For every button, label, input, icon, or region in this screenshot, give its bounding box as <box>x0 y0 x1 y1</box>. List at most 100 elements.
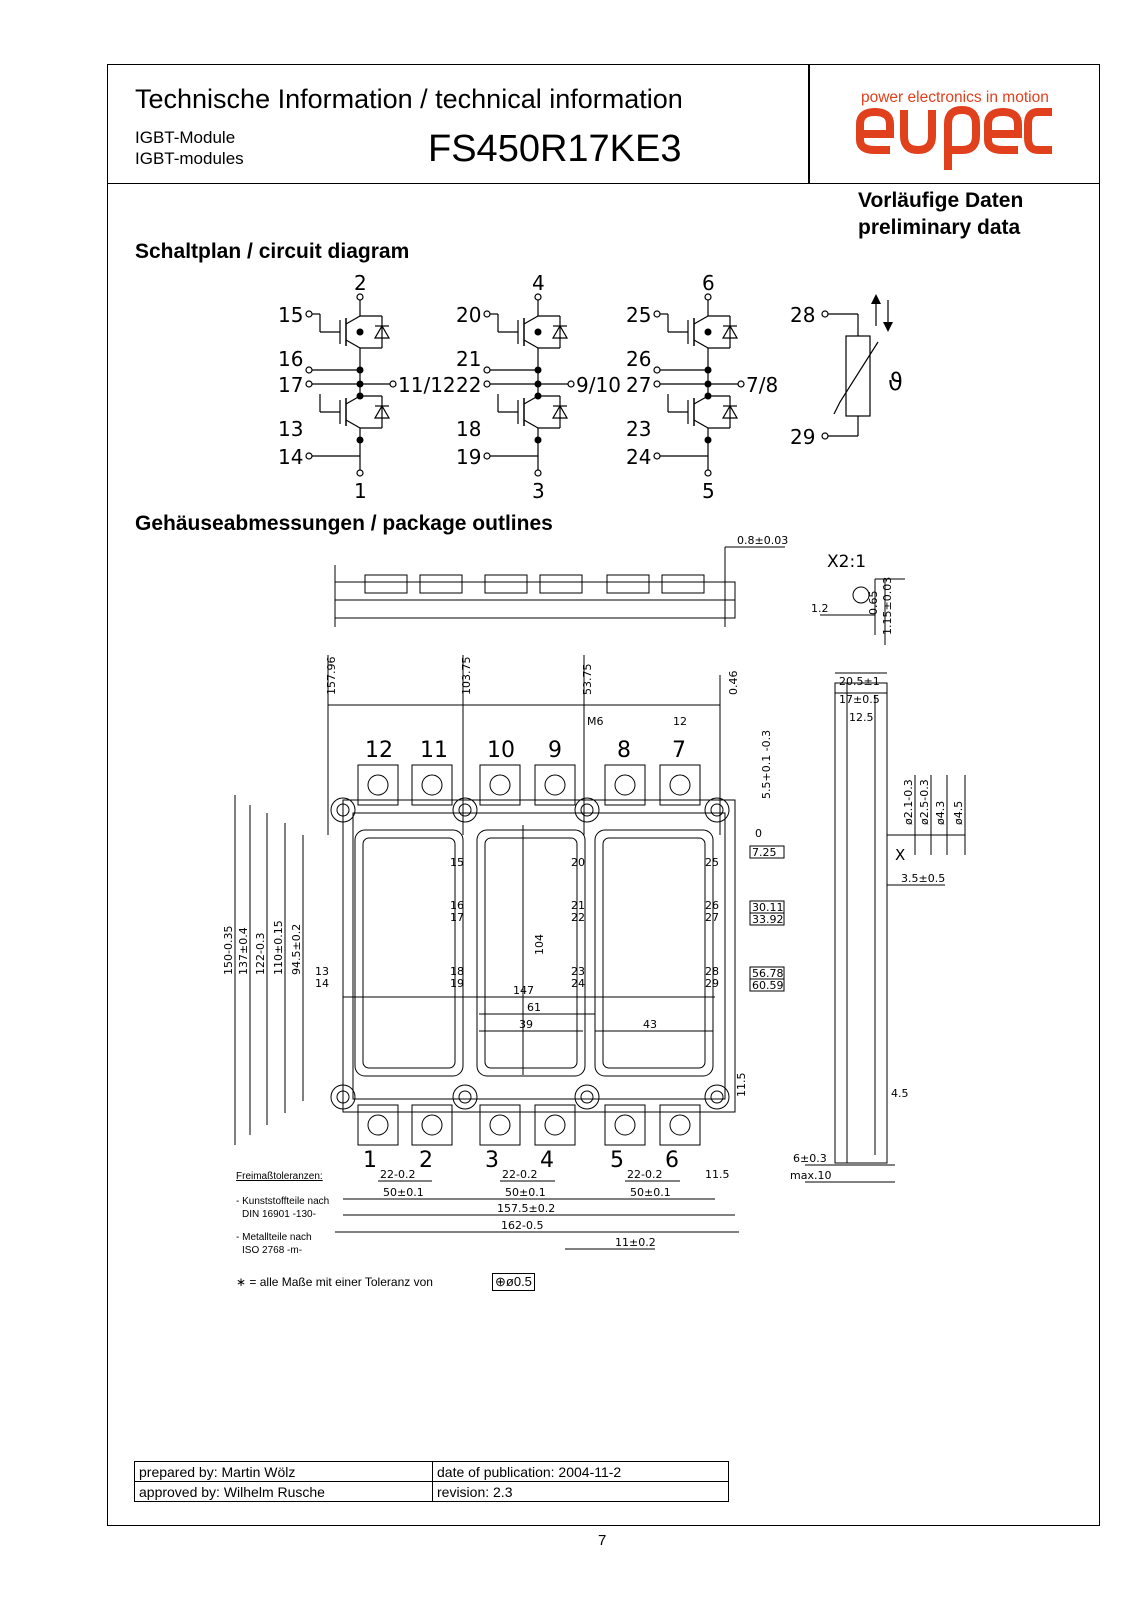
phase-1 <box>319 315 390 429</box>
pin-label: 24 <box>626 445 651 469</box>
tolerance-note: ∗ = alle Maße mit einer Toleranz von <box>236 1275 433 1289</box>
dim-thickness: 0.8±0.03 <box>737 535 788 547</box>
dim-label: 1.2 <box>811 602 829 615</box>
phase-3 <box>667 315 738 429</box>
preliminary-de: Vorläufige Daten <box>858 189 1024 212</box>
dim-label: 60.59 <box>752 979 784 992</box>
pin-label: 14 <box>315 977 329 990</box>
dim-label: 150-0.35 <box>222 926 235 975</box>
tolerance-plastic-std: DIN 16901 -130- <box>242 1209 316 1220</box>
pin-label: 13 <box>278 417 303 441</box>
dim-label: 22-0.2 <box>502 1168 537 1181</box>
pin-label: 14 <box>278 445 303 469</box>
dim-label: ø2.1-0.3 <box>902 779 915 825</box>
page-number: 7 <box>598 1532 607 1549</box>
pin-label: 27 <box>626 373 651 397</box>
tolerance-plastic: - Kunststoffteile nach <box>236 1196 330 1207</box>
circuit-diagram: 2 1 15 16 17 13 14 11/12 4 3 20 21 22 18… <box>260 270 960 525</box>
tolerance-title: Freimaßtoleranzen: <box>236 1171 323 1182</box>
part-number: FS450R17KE3 <box>428 128 682 170</box>
pin-label: 15 <box>278 303 303 327</box>
document-title: Technische Information / technical infor… <box>135 84 683 114</box>
pin-label: 6 <box>702 271 715 295</box>
dim-label: 50±0.1 <box>630 1186 671 1199</box>
module-type-en: IGBT-modules <box>135 149 244 168</box>
pin-label: 13 <box>315 965 329 978</box>
dim-label: 5.5+0.1 -0.3 <box>760 730 773 799</box>
publication-date: date of publication: 2004-11-2 <box>432 1461 729 1482</box>
ref-dim: 53.75 <box>581 664 594 696</box>
pin-label: 28 <box>705 965 719 978</box>
pin-label: 21 <box>456 347 481 371</box>
dim-label: 110±0.15 <box>272 920 285 975</box>
terminal-label: 6 <box>665 1148 679 1173</box>
dim-label: 157.5±0.2 <box>497 1202 555 1215</box>
dim-label: 22-0.2 <box>380 1168 415 1181</box>
dim-label: 1.15±0.03 <box>881 577 894 635</box>
dim-label: 56.78 <box>752 967 784 980</box>
terminal-label: 10 <box>487 738 515 763</box>
dim-label: 122-0.3 <box>254 933 267 975</box>
pin-label: 1 <box>354 479 367 503</box>
dim-label: 11.5 <box>705 1168 730 1181</box>
ref-dim: 103.75 <box>460 657 473 696</box>
pin-label: 16 <box>450 899 464 912</box>
dim-label: 30.11 <box>752 901 784 914</box>
approval-table: prepared by: Martin Wölz date of publica… <box>134 1461 729 1502</box>
pin-label: 26 <box>705 899 719 912</box>
pin-label: 19 <box>450 977 464 990</box>
dim-label: 61 <box>527 1001 541 1014</box>
pin-label: 20 <box>571 856 585 869</box>
pin-label: 22 <box>456 373 481 397</box>
pin-label: 11/12 <box>398 373 456 397</box>
preliminary-en: preliminary data <box>858 216 1021 239</box>
dim-label: 50±0.1 <box>505 1186 546 1199</box>
pin-label: 22 <box>571 911 585 924</box>
dim-label: 0 <box>755 827 762 840</box>
dim-label: M6 <box>587 715 604 728</box>
dim-label: ø4.5 <box>952 801 965 825</box>
pin-label: 25 <box>626 303 651 327</box>
eupec-logo <box>856 104 1054 179</box>
pin-label: 16 <box>278 347 303 371</box>
tolerance-metal-std: ISO 2768 -m- <box>242 1245 303 1256</box>
terminal-label: 11 <box>420 738 448 763</box>
pin-label: 29 <box>705 977 719 990</box>
dim-label: 43 <box>643 1018 657 1031</box>
dim-label: 7.25 <box>752 846 777 859</box>
brand-tagline: power electronics in motion <box>861 89 1049 106</box>
pin-label: 26 <box>626 347 651 371</box>
dim-label: 33.92 <box>752 913 784 926</box>
ref-dim: 0.46 <box>727 671 740 696</box>
terminal-label: 4 <box>540 1148 554 1173</box>
pin-label: 19 <box>456 445 481 469</box>
pin-label: 9/10 <box>576 373 621 397</box>
pin-label: 28 <box>790 303 815 327</box>
pin-label: 23 <box>626 417 651 441</box>
terminal-label: 7 <box>672 738 686 763</box>
terminal-label: 5 <box>610 1148 624 1173</box>
terminal-label: 2 <box>419 1148 433 1173</box>
pin-label: 24 <box>571 977 585 990</box>
terminal-label: 3 <box>485 1148 499 1173</box>
terminal-label: 9 <box>548 738 562 763</box>
pin-label: 17 <box>450 911 464 924</box>
dim-label: 104 <box>533 934 546 955</box>
pin-label: 18 <box>456 417 481 441</box>
dim-label: 162-0.5 <box>501 1219 543 1232</box>
dim-label: ø2.5-0.3 <box>918 779 931 825</box>
pin-label: 5 <box>702 479 715 503</box>
dim-label: 0.65 <box>867 591 880 616</box>
package-outline-drawing: 0.8±0.03 X2:1 1.2 0.65 1.15±0.03 157.96 … <box>215 534 1005 1300</box>
ref-dim: 157.96 <box>325 657 338 696</box>
approved-by: approved by: Wilhelm Rusche <box>134 1481 433 1502</box>
header-divider <box>808 64 810 184</box>
pin-label: 7/8 <box>746 373 778 397</box>
phase-2 <box>497 315 568 429</box>
dim-label: 11±0.2 <box>615 1236 656 1249</box>
header-box <box>107 64 1100 184</box>
terminal-label: 1 <box>363 1148 377 1173</box>
page-frame <box>107 64 1100 1526</box>
prepared-by: prepared by: Martin Wölz <box>134 1461 433 1482</box>
revision: revision: 2.3 <box>432 1481 729 1502</box>
